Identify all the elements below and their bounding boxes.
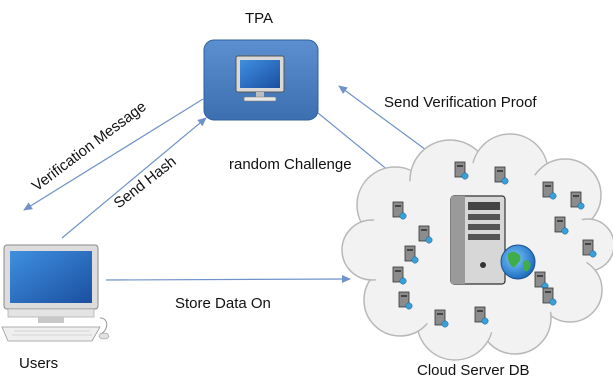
desktop-computer-icon <box>1 244 110 342</box>
store-data-on-label: Store Data On <box>175 295 271 312</box>
arrow-send-hash <box>61 117 207 239</box>
small-servers <box>392 161 597 328</box>
tpa-label: TPA <box>245 10 274 27</box>
small-server-icon <box>542 287 557 306</box>
cloud-server-label: Cloud Server DB <box>417 362 530 379</box>
cloud-server-icon <box>450 195 536 285</box>
arrow-verification-message <box>23 98 204 211</box>
users-label: Users <box>19 355 59 372</box>
globe-icon <box>500 244 536 280</box>
small-server-icon <box>494 166 509 185</box>
arrow-send-verification-proof <box>338 85 438 159</box>
small-server-icon <box>554 216 569 235</box>
small-server-icon <box>582 239 597 258</box>
small-server-icon <box>392 266 407 285</box>
random-challenge-label: random Challenge <box>229 156 352 173</box>
small-server-icon <box>570 191 585 210</box>
small-server-icon <box>454 161 469 180</box>
small-server-icon <box>404 245 419 264</box>
small-server-icon <box>398 291 413 310</box>
send-verification-proof-label: Send Verification Proof <box>384 94 537 111</box>
monitor-icon <box>235 55 285 102</box>
small-server-icon <box>542 181 557 200</box>
small-server-icon <box>418 225 433 244</box>
small-server-icon <box>392 201 407 220</box>
arrow-store-data-on <box>105 275 351 284</box>
small-server-icon <box>434 309 449 328</box>
arrows <box>23 85 438 284</box>
tpa-node <box>203 39 319 121</box>
small-server-icon <box>474 306 489 325</box>
